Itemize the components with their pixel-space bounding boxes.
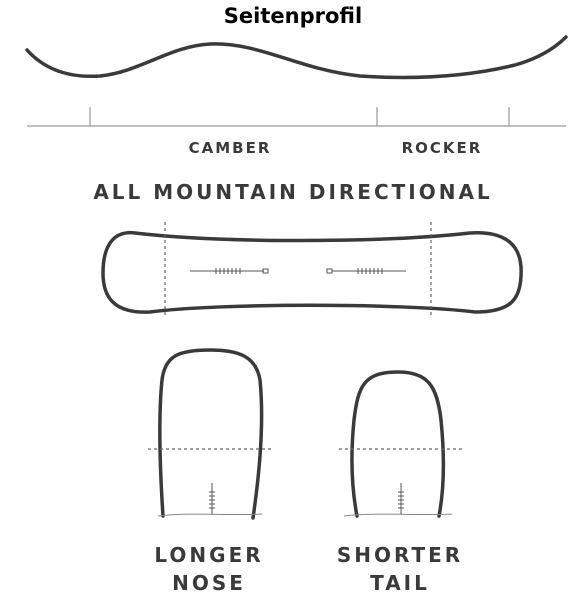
binding-inserts-front <box>190 268 269 274</box>
tail-cutoff <box>343 513 453 517</box>
side-profile-curve <box>25 35 568 80</box>
nose-outline <box>158 348 264 520</box>
nose-label-line2: NOSE <box>172 571 246 595</box>
board-outline <box>101 231 523 314</box>
shape-title: ALL MOUNTAIN DIRECTIONAL <box>93 180 493 204</box>
nose-label: LONGER NOSE <box>129 541 289 597</box>
tail-label-line2: TAIL <box>370 571 430 595</box>
nose-insert-marks <box>209 483 215 514</box>
tail-label-line1: SHORTER <box>336 543 464 567</box>
nose-label-line1: LONGER <box>154 543 264 567</box>
rocker-label: ROCKER <box>401 139 483 157</box>
tail-insert-marks <box>398 483 404 514</box>
tail-label: SHORTER TAIL <box>320 541 480 597</box>
page-title: Seitenprofil <box>223 4 363 28</box>
camber-label: CAMBER <box>188 139 272 157</box>
binding-inserts-rear <box>326 268 406 274</box>
tail-outline <box>350 370 446 518</box>
nose-cutoff <box>157 513 263 517</box>
